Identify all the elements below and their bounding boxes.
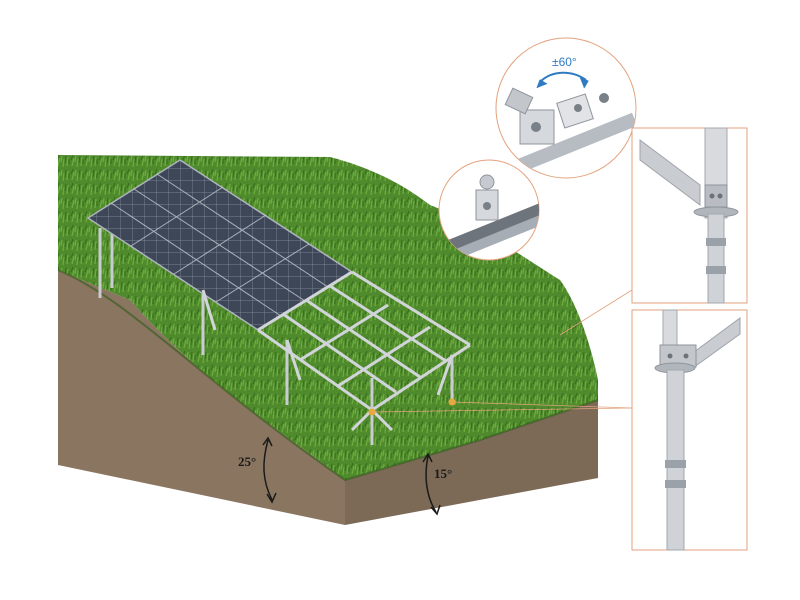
solar-array (86, 159, 471, 445)
slope-angle-left-label: 25° (238, 454, 256, 469)
slope-angle-right: 15° (422, 452, 452, 516)
callout-leaders (371, 289, 633, 413)
detail-circle-rotating-bracket: ±60° (495, 37, 637, 179)
detail-circle-rail-clamp (438, 159, 540, 261)
detail-post-top (631, 127, 748, 304)
detail-post-bottom (631, 309, 748, 551)
soil-right-face (345, 400, 598, 525)
rotation-arrow (539, 71, 587, 83)
frame-rails (201, 270, 471, 432)
slope-angle-left: 25° (238, 436, 277, 504)
rotation-range-label: ±60° (552, 55, 577, 69)
soil-left-face (58, 270, 345, 525)
slope-angle-right-label: 15° (434, 466, 452, 481)
